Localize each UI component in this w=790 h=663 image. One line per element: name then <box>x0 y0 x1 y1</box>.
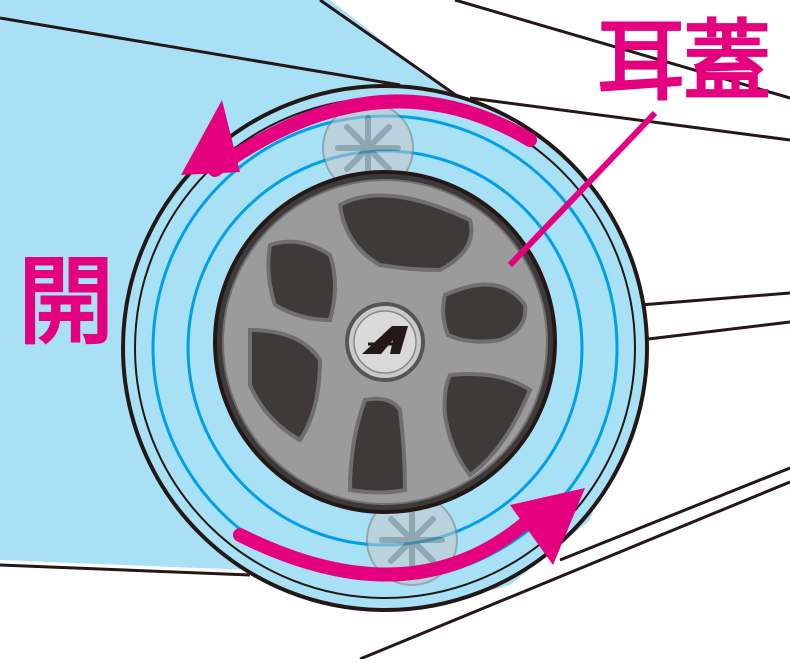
rotation-arrow-top <box>181 94 537 177</box>
leader-line <box>507 110 658 268</box>
ear-cap-label: 耳蓋 <box>597 10 771 113</box>
open-label: 開 <box>18 246 114 358</box>
rotation-arrow-bottom <box>233 488 585 582</box>
frame-lines <box>359 96 790 661</box>
alfa-logo-icon <box>362 326 408 354</box>
